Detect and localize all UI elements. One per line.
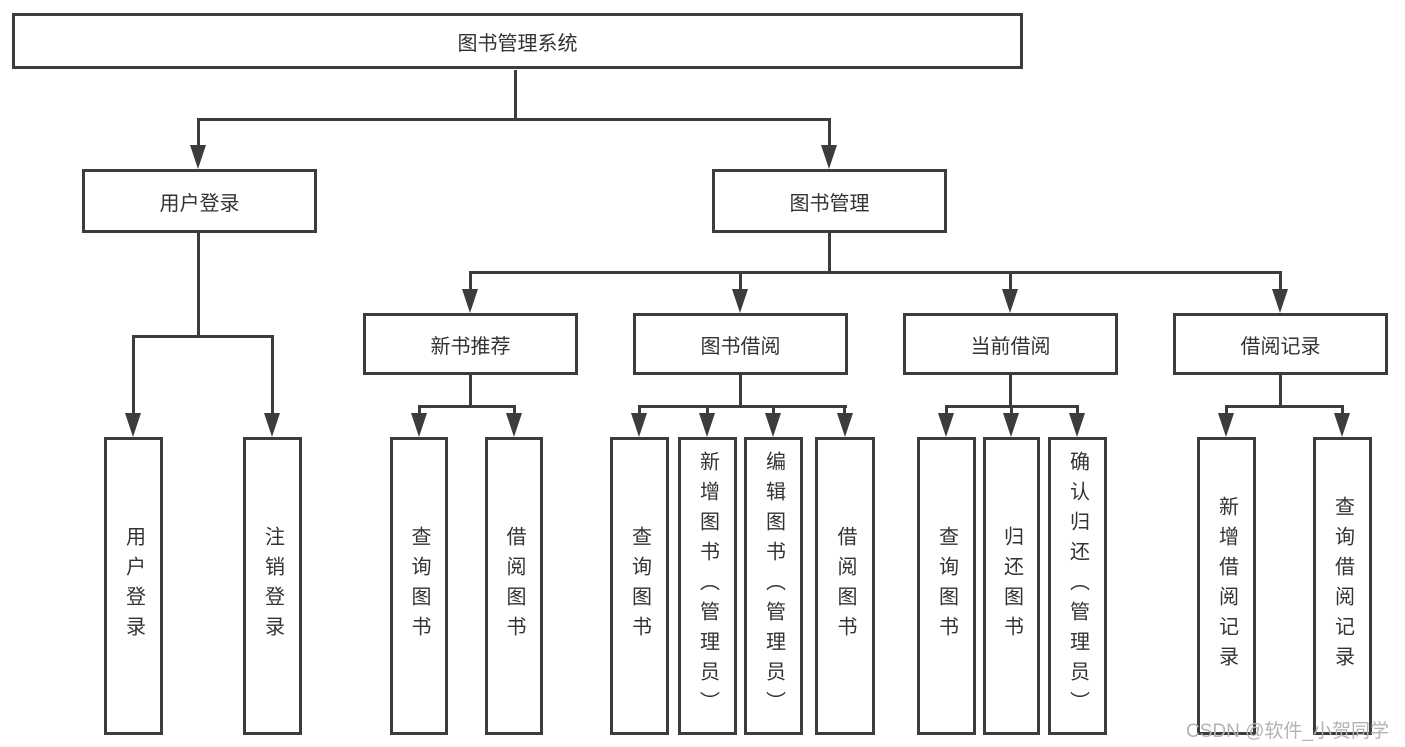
edge-to-cb-query-stem — [945, 405, 948, 415]
leaf-current-confirm-return-admin: 确认归还（管理员） — [1048, 437, 1107, 735]
arrowhead-to-cb-query-icon — [938, 413, 954, 437]
edge-to-logout-leaf-stem — [271, 335, 274, 415]
edge-to-cb-confirm-stem — [1076, 405, 1079, 415]
arrowhead-to-new-book-recommend-icon — [462, 289, 478, 313]
edge-root-bus — [197, 118, 831, 121]
node-book-borrowing: 图书借阅 — [633, 313, 848, 375]
edge-borrow-records-bus — [1225, 405, 1344, 408]
leaf-recommend-query-books: 查询图书 — [390, 437, 448, 735]
arrowhead-to-user-login-icon — [190, 145, 206, 169]
edge-to-cb-return-stem — [1010, 405, 1013, 415]
node-borrow-records: 借阅记录 — [1173, 313, 1388, 375]
arrowhead-to-rec-query-icon — [411, 413, 427, 437]
arrowhead-to-login-leaf-icon — [125, 413, 141, 437]
leaf-borrowing-edit-books-admin: 编辑图书（管理员） — [744, 437, 803, 735]
leaf-borrowing-query-books: 查询图书 — [610, 437, 669, 735]
arrowhead-to-borrow-records-icon — [1272, 289, 1288, 313]
leaf-records-add-record: 新增借阅记录 — [1197, 437, 1256, 735]
arrowhead-to-bb-add-icon — [699, 413, 715, 437]
leaf-records-query-record: 查询借阅记录 — [1313, 437, 1372, 735]
arrowhead-to-book-management-icon — [821, 145, 837, 169]
leaf-current-query-books: 查询图书 — [917, 437, 976, 735]
arrowhead-to-br-query-icon — [1334, 413, 1350, 437]
arrowhead-to-book-borrowing-icon — [732, 289, 748, 313]
node-root: 图书管理系统 — [12, 13, 1023, 69]
leaf-current-return-books: 归还图书 — [983, 437, 1040, 735]
edge-to-br-add-stem — [1225, 405, 1228, 415]
arrowhead-to-bb-borrow-icon — [837, 413, 853, 437]
edge-to-bb-edit-stem — [772, 405, 775, 415]
edge-book-management-bus — [469, 271, 1282, 274]
edge-book-borrowing-trunk — [739, 375, 742, 407]
arrowhead-to-bb-query-icon — [631, 413, 647, 437]
edge-root-to-user-login-stem — [197, 118, 200, 146]
edge-new-book-recommend-bus — [418, 405, 516, 408]
arrowhead-to-cb-return-icon — [1003, 413, 1019, 437]
node-current-borrowing: 当前借阅 — [903, 313, 1118, 375]
edge-user-login-bus — [132, 335, 274, 338]
edge-root-trunk — [514, 70, 517, 120]
node-book-management: 图书管理 — [712, 169, 947, 233]
edge-user-login-trunk — [197, 233, 200, 337]
edge-to-borrow-records-stem — [1279, 271, 1282, 291]
arrowhead-to-current-borrowing-icon — [1002, 289, 1018, 313]
edge-to-bb-borrow-stem — [843, 405, 846, 415]
edge-to-login-leaf-stem — [132, 335, 135, 415]
edge-to-bb-query-stem — [638, 405, 641, 415]
edge-borrow-records-trunk — [1279, 375, 1282, 407]
edge-to-book-borrowing-stem — [739, 271, 742, 291]
leaf-borrowing-add-books-admin: 新增图书（管理员） — [678, 437, 737, 735]
edge-new-book-recommend-trunk — [469, 375, 472, 407]
csdn-watermark: CSDN @软件_小贺同学 — [1186, 721, 1389, 742]
edge-to-rec-borrow-stem — [513, 405, 516, 415]
arrowhead-to-br-add-icon — [1218, 413, 1234, 437]
arrowhead-to-bb-edit-icon — [765, 413, 781, 437]
edge-root-to-book-management-stem — [828, 118, 831, 146]
leaf-logout: 注销登录 — [243, 437, 302, 735]
edge-current-borrowing-trunk — [1009, 375, 1012, 407]
arrowhead-to-rec-borrow-icon — [506, 413, 522, 437]
node-user-login: 用户登录 — [82, 169, 317, 233]
edge-to-current-borrowing-stem — [1009, 271, 1012, 291]
edge-to-bb-add-stem — [706, 405, 709, 415]
edge-to-br-query-stem — [1341, 405, 1344, 415]
edge-to-new-book-recommend-stem — [469, 271, 472, 291]
arrowhead-to-cb-confirm-icon — [1069, 413, 1085, 437]
leaf-user-login: 用户登录 — [104, 437, 163, 735]
edge-book-management-trunk — [828, 233, 831, 273]
arrowhead-to-logout-leaf-icon — [264, 413, 280, 437]
edge-book-borrowing-bus — [638, 405, 847, 408]
node-new-book-recommend: 新书推荐 — [363, 313, 578, 375]
leaf-recommend-borrow-books: 借阅图书 — [485, 437, 543, 735]
leaf-borrowing-borrow-books: 借阅图书 — [815, 437, 875, 735]
edge-to-rec-query-stem — [418, 405, 421, 415]
